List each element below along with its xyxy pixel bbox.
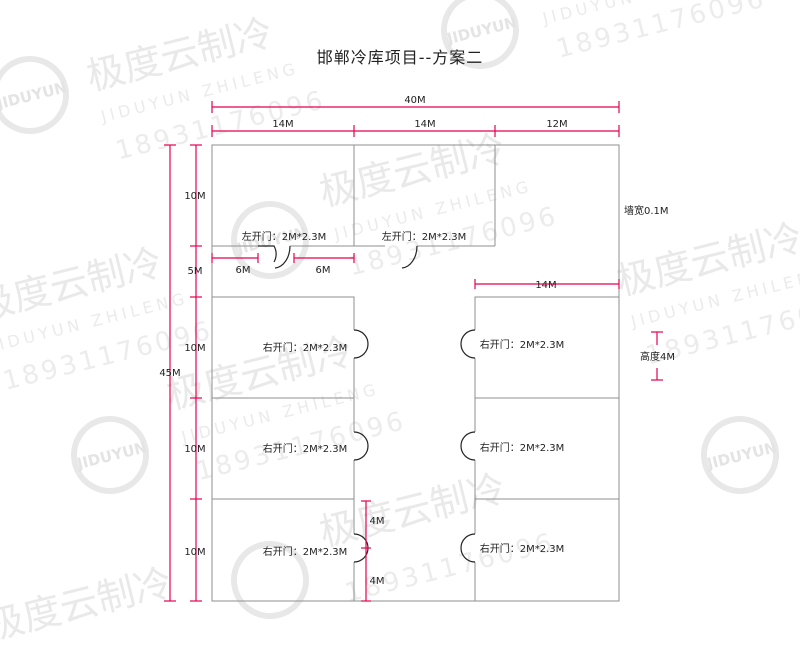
- dim-seg3: 12M: [546, 119, 567, 130]
- dim-v3: 10M: [184, 343, 205, 354]
- watermark-brand: 极度云制冷: [0, 560, 177, 645]
- dim-seg2: 14M: [414, 119, 435, 130]
- room-left-1-door-label: 右开门：2M*2.3M: [263, 341, 348, 354]
- dim-total-width: 40M: [404, 95, 425, 106]
- dim-corridor-right: 6M: [316, 265, 331, 276]
- dim-corridor-left: 6M: [236, 265, 251, 276]
- door-swing-arc: [353, 329, 369, 359]
- watermark-logo-ring: [231, 541, 309, 619]
- dim-v4: 10M: [184, 444, 205, 455]
- watermark-logo-ring: [71, 416, 149, 494]
- watermark-logo-text: JIDUYUN: [704, 438, 779, 473]
- page-title: 邯郸冷库项目--方案二: [316, 48, 484, 67]
- room-right-2-door-label: 右开门：2M*2.3M: [480, 441, 565, 454]
- watermark-logo-text: JIDUYUN: [444, 13, 519, 48]
- room-top-middle-door-label: 左开门：2M*2.3M: [382, 230, 467, 243]
- dimension-lines: [164, 101, 663, 602]
- outer-wall: [211, 144, 620, 602]
- watermark-logo-text: JIDUYUN: [74, 438, 149, 473]
- door-swing-arc: [460, 533, 476, 563]
- dim-door-gap-bottom: 4M: [370, 576, 385, 587]
- room-right-3-door-label: 右开门：2M*2.3M: [480, 542, 565, 555]
- doors: [258, 245, 476, 563]
- dim-right-block: 14M: [535, 280, 556, 291]
- door-swing-arc: [460, 431, 476, 461]
- watermark-logo-ring: [0, 56, 69, 134]
- dim-v2: 5M: [188, 266, 203, 277]
- left-room-1-wall: [212, 296, 355, 330]
- dim-door-gap-top: 4M: [370, 516, 385, 527]
- walls: [211, 144, 620, 602]
- wall-width-label: 墙宽0.1M: [624, 204, 669, 217]
- room-left-3-door-label: 右开门：2M*2.3M: [263, 545, 348, 558]
- dim-v1: 10M: [184, 191, 205, 202]
- room-top-left-door-label: 左开门：2M*2.3M: [242, 230, 327, 243]
- right-room-1-wall: [474, 296, 619, 330]
- dim-total-height: 45M: [159, 368, 180, 379]
- dim-seg1: 14M: [272, 119, 293, 130]
- door-swing-arc: [274, 245, 291, 269]
- door-swing: [258, 245, 277, 263]
- watermark-logo-ring: [441, 0, 519, 69]
- door-swing-arc: [401, 245, 418, 269]
- room-right-1-door-label: 右开门：2M*2.3M: [480, 338, 565, 351]
- room-left-2-door-label: 右开门：2M*2.3M: [263, 442, 348, 455]
- height-label: 高度4M: [640, 350, 675, 363]
- door-swing-arc: [460, 329, 476, 359]
- watermark-brand: 极度云制冷: [315, 466, 510, 555]
- dim-v5: 10M: [184, 547, 205, 558]
- watermark-logo-text: JIDUYUN: [0, 78, 69, 113]
- watermark-logo-ring: [701, 416, 779, 494]
- watermark-logo-ring: [231, 201, 309, 279]
- door-swing-arc: [353, 431, 369, 461]
